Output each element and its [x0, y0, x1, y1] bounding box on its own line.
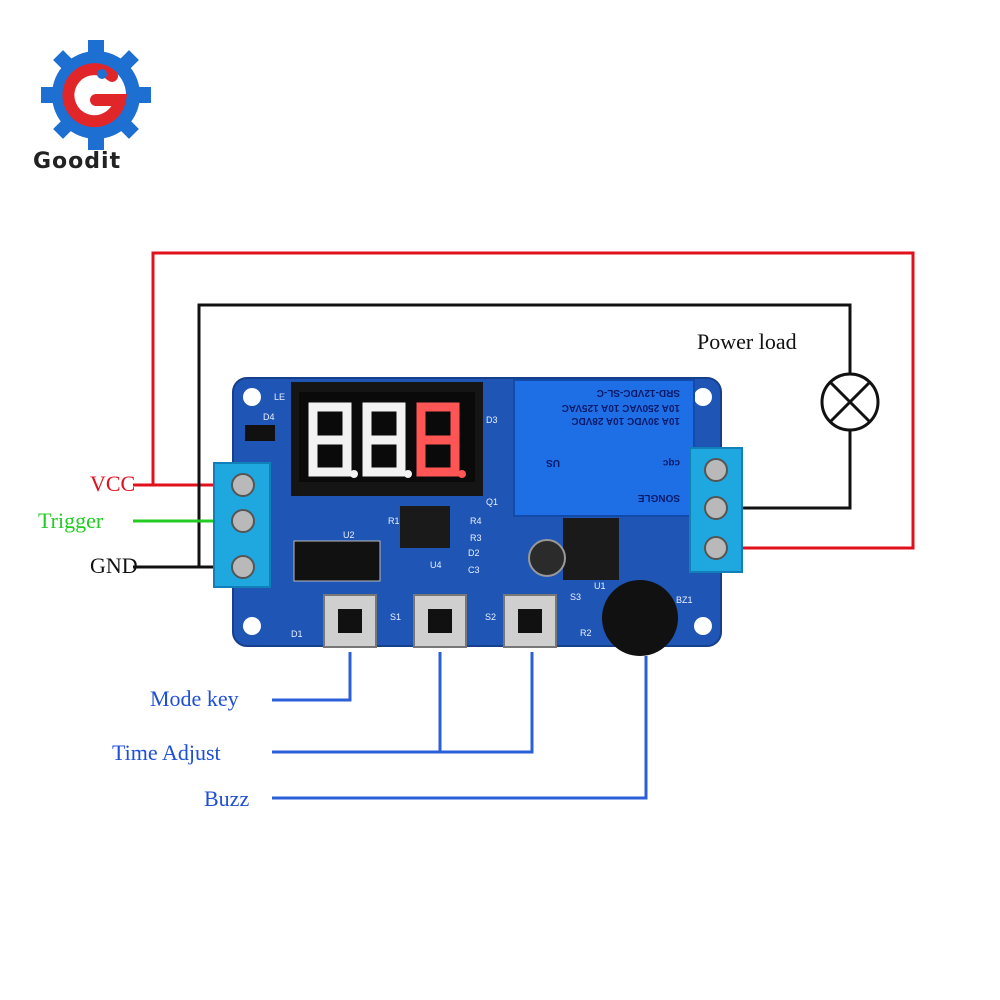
relay-rating-1: 10A 250VAC 10A 125VAC	[562, 402, 680, 413]
silkscreen-labels: LE D4 D3 Q1 R1 R4 R3 D2 C3 U2 U4 U1 D1 S…	[263, 392, 693, 639]
u4-chip	[400, 506, 450, 548]
silk-q1: Q1	[486, 497, 498, 507]
trigger-label: Trigger	[38, 508, 104, 533]
goodit-logo: Goodit	[33, 40, 151, 174]
buzzer-icon	[602, 580, 678, 656]
nc-screw	[704, 458, 728, 482]
callout-lines	[272, 652, 648, 800]
silk-d1: D1	[291, 629, 303, 639]
silk-d3: D3	[486, 415, 498, 425]
relay-board: SRD-12VDC-SL-C 10A 250VAC 10A 125VAC 10A…	[213, 377, 743, 656]
silk-d4: D4	[263, 412, 275, 422]
vcc-wire	[151, 251, 915, 550]
mode-key-button[interactable]	[323, 594, 377, 648]
d4-diode	[245, 425, 275, 441]
load-return-wire	[740, 428, 852, 510]
mode-key-label: Mode key	[150, 686, 239, 711]
trigger-screw	[231, 509, 255, 533]
silk-s3: S3	[570, 592, 581, 602]
silk-u1: U1	[594, 581, 606, 591]
seven-segment-display	[291, 382, 483, 496]
silk-led: LE	[274, 392, 285, 402]
silk-bz1: BZ1	[676, 595, 693, 605]
silk-u2: U2	[343, 530, 355, 540]
mode-key-callout	[272, 652, 352, 702]
lamp-icon	[820, 372, 880, 432]
push-buttons	[323, 594, 557, 648]
time-adjust-button-2[interactable]	[503, 594, 557, 648]
relay-brand: SONGLE	[637, 492, 680, 503]
relay-rating-2: 10A 30VDC 10A 28VDC	[571, 415, 680, 426]
relay: SRD-12VDC-SL-C 10A 250VAC 10A 125VAC 10A…	[513, 379, 695, 517]
relay-us: US	[546, 457, 560, 468]
mounting-holes	[243, 388, 712, 635]
relay-cert: cqc	[662, 457, 680, 468]
capacitor	[528, 539, 566, 577]
time-adjust-label: Time Adjust	[112, 740, 221, 765]
vcc-screw	[231, 473, 255, 497]
gnd-label: GND	[90, 553, 138, 578]
input-terminal-block	[213, 462, 271, 588]
u2-chip	[293, 540, 381, 582]
brand-name: Goodit	[33, 149, 121, 174]
power-load-label: Power load	[697, 329, 797, 354]
output-terminal-block	[689, 447, 743, 573]
time-adjust-button-1[interactable]	[413, 594, 467, 648]
silk-s2: S2	[485, 612, 496, 622]
silk-d2: D2	[468, 548, 480, 558]
silk-r3: R3	[470, 533, 482, 543]
buzz-label: Buzz	[204, 786, 249, 811]
no-screw	[704, 536, 728, 560]
silk-s1: S1	[390, 612, 401, 622]
labels: Power load VCC Trigger GND Mode key Time…	[38, 329, 797, 811]
silk-r4: R4	[470, 516, 482, 526]
silk-c3: C3	[468, 565, 480, 575]
u1-regulator	[563, 518, 619, 580]
silk-r1: R1	[388, 516, 400, 526]
com-screw	[704, 496, 728, 520]
g-letter-icon	[62, 63, 128, 128]
relay-model: SRD-12VDC-SL-C	[597, 387, 680, 398]
silk-r2: R2	[580, 628, 592, 638]
vcc-label: VCC	[90, 471, 135, 496]
buzz-callout	[272, 656, 648, 800]
silk-u4: U4	[430, 560, 442, 570]
gnd-screw	[231, 555, 255, 579]
time-adjust-callout	[272, 652, 534, 754]
